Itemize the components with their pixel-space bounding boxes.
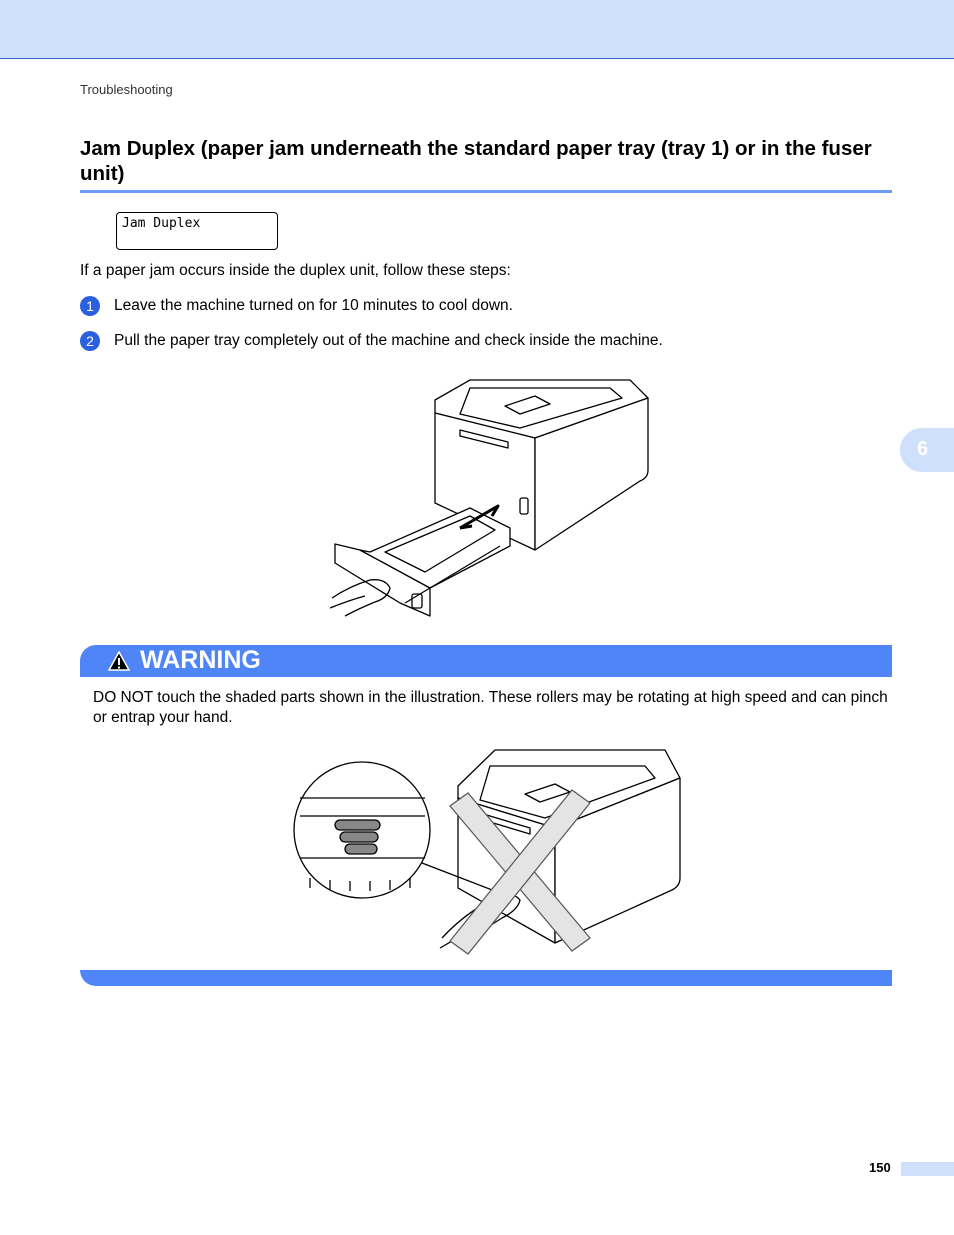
warning-title: WARNING (140, 646, 261, 674)
section-title: Jam Duplex (paper jam underneath the sta… (80, 137, 872, 185)
lcd-display: Jam Duplex (116, 212, 278, 250)
step-text: Leave the machine turned on for 10 minut… (114, 297, 513, 314)
step-number-badge: 1 (80, 296, 100, 316)
warning-bottom-bar (80, 970, 892, 986)
page-tab-marker (901, 1162, 954, 1176)
intro-text: If a paper jam occurs inside the duplex … (80, 262, 511, 279)
heading-divider (80, 190, 892, 193)
step-number-badge: 2 (80, 331, 100, 351)
chapter-tab: 6 (900, 428, 954, 472)
warning-text: DO NOT touch the shaded parts shown in t… (93, 689, 888, 726)
warning-icon (108, 651, 130, 671)
page-number: 150 (869, 1160, 891, 1175)
chapter-number: 6 (917, 438, 929, 460)
step-text: Pull the paper tray completely out of th… (114, 332, 663, 349)
do-not-touch-illustration (293, 749, 681, 955)
printer-tray-illustration (330, 379, 649, 617)
breadcrumb: Troubleshooting (80, 82, 173, 97)
lcd-message: Jam Duplex (122, 216, 201, 231)
header-band (0, 0, 954, 59)
warning-banner: WARNING (80, 645, 892, 677)
